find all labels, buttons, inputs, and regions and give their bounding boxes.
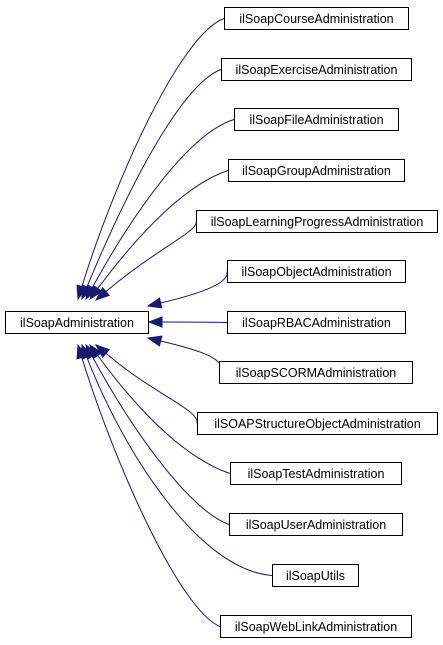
arrowhead-icon: [146, 297, 163, 309]
class-node-course[interactable]: ilSoapCourseAdministration: [224, 7, 409, 30]
class-node-learning-progress[interactable]: ilSoapLearningProgressAdministration: [196, 210, 438, 233]
edge-line: [97, 355, 231, 474]
class-node-box: [272, 564, 359, 587]
class-node-label: ilSoapWebLinkAdministration: [235, 620, 397, 634]
class-node-box: [5, 311, 149, 334]
edge-line: [160, 340, 222, 373]
class-node-label: ilSoapCourseAdministration: [239, 12, 393, 26]
edge-line: [91, 356, 230, 525]
class-node-box: [197, 412, 438, 435]
class-node-rbac[interactable]: ilSoapRBACAdministration: [227, 311, 406, 334]
class-node-box: [219, 361, 413, 384]
inheritance-edge-test: [89, 343, 231, 474]
edge-line: [86, 356, 273, 576]
inheritance-edge-object: [146, 271, 228, 309]
edge-line: [97, 170, 229, 289]
class-node-label: ilSoapSCORMAdministration: [236, 366, 397, 380]
class-node-box: [220, 615, 412, 638]
class-node-group[interactable]: ilSoapGroupAdministration: [228, 159, 405, 182]
class-node-label: ilSoapRBACAdministration: [242, 316, 391, 330]
class-node-web-link[interactable]: ilSoapWebLinkAdministration: [220, 615, 412, 638]
node-layer: ilSoapAdministration ilSoapCourseAdminist…: [5, 7, 438, 638]
inheritance-edge-learning-progress: [94, 221, 197, 301]
edge-line: [91, 119, 235, 288]
class-node-label: ilSoapObjectAdministration: [241, 265, 391, 279]
arrowhead-icon: [146, 335, 163, 347]
class-node-label: ilSoapGroupAdministration: [242, 164, 391, 178]
class-node-utils[interactable]: ilSoapUtils: [272, 564, 359, 587]
arrowhead-icon: [76, 343, 88, 360]
class-node-label: ilSoapExerciseAdministration: [236, 63, 398, 77]
class-node-label: ilSoapAdministration: [20, 316, 134, 330]
edge-line: [86, 69, 222, 288]
edge-line: [81, 18, 225, 287]
class-node-exercise[interactable]: ilSoapExerciseAdministration: [221, 58, 412, 81]
class-node-box: [228, 159, 405, 182]
class-node-label: ilSoapLearningProgressAdministration: [211, 215, 424, 229]
class-node-scorm[interactable]: ilSoapSCORMAdministration: [219, 361, 413, 384]
class-node-file[interactable]: ilSoapFileAdministration: [234, 108, 399, 131]
class-node-box: [229, 513, 403, 536]
class-node-structure-object[interactable]: ilSOAPStructureObjectAdministration: [197, 412, 438, 435]
class-node-label: ilSoapUserAdministration: [246, 518, 386, 532]
arrowhead-icon: [94, 286, 111, 301]
class-node-label: ilSoapUtils: [286, 569, 345, 583]
class-node-user[interactable]: ilSoapUserAdministration: [229, 513, 403, 536]
class-node-box: [230, 462, 402, 485]
inheritance-edge-group: [89, 170, 229, 301]
edge-line: [161, 321, 228, 323]
class-node-label: ilSoapTestAdministration: [248, 467, 385, 481]
edge-line: [160, 271, 228, 304]
class-node-box: [234, 108, 399, 131]
edge-line: [81, 357, 221, 627]
class-node-test[interactable]: ilSoapTestAdministration: [230, 462, 402, 485]
class-node-box: [227, 311, 406, 334]
arrowhead-icon: [89, 284, 103, 301]
class-node-object[interactable]: ilSoapObjectAdministration: [227, 260, 406, 283]
edge-line: [105, 221, 197, 292]
edge-layer: [76, 18, 273, 627]
class-node-base[interactable]: ilSoapAdministration: [5, 311, 149, 334]
inheritance-edge-course: [76, 18, 225, 301]
arrowhead-icon: [147, 316, 163, 328]
class-node-box: [196, 210, 438, 233]
class-node-box: [227, 260, 406, 283]
inheritance-edge-web-link: [76, 343, 221, 627]
inheritance-edge-scorm: [146, 335, 222, 373]
class-node-box: [224, 7, 409, 30]
inheritance-edge-file: [85, 119, 235, 301]
class-node-box: [221, 58, 412, 81]
class-node-label: ilSOAPStructureObjectAdministration: [214, 417, 420, 431]
edge-line: [105, 353, 198, 424]
class-node-label: ilSoapFileAdministration: [249, 113, 383, 127]
inheritance-edge-rbac: [147, 316, 228, 328]
